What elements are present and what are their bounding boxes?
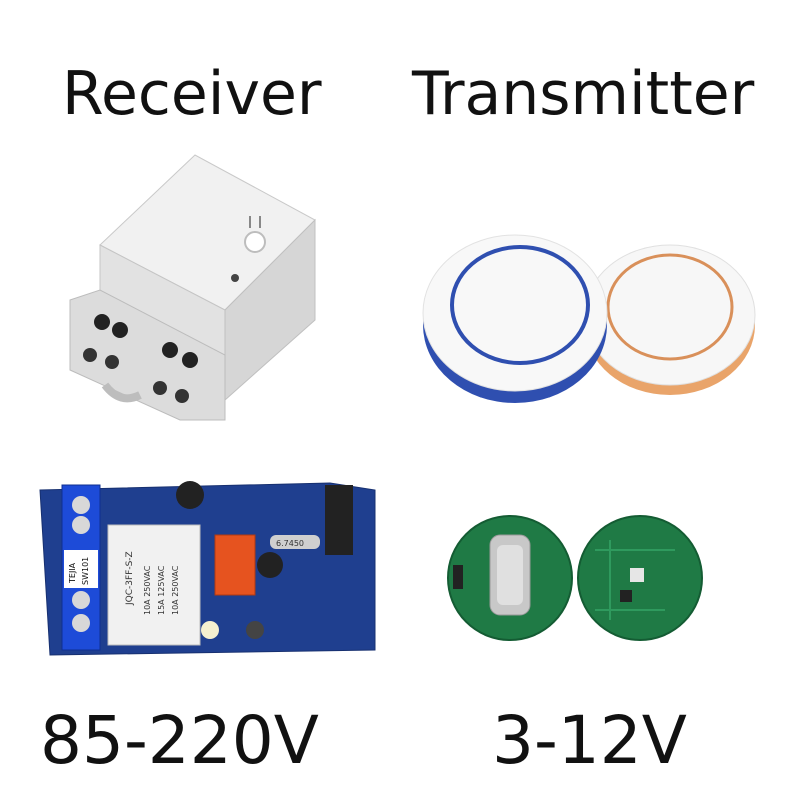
receiver-voltage-label: 85-220V <box>40 702 319 779</box>
relay-rating-text-1: 10A 250VAC <box>143 565 152 615</box>
transmitter-pcb-image <box>447 515 703 641</box>
transmitter-voltage-label: 3-12V <box>492 702 687 779</box>
relay-rating-text-3: 10A 250VAC <box>171 565 180 615</box>
relay-rating-text-2: 15A 125VAC <box>157 565 166 615</box>
receiver-enclosure-image <box>69 154 316 421</box>
receiver-pcb-image: JQC-3FF-S-Z 10A 250VAC 15A 125VAC 10A 25… <box>39 481 376 656</box>
crystal-text: 6.7450 <box>276 539 304 548</box>
receiver-label: Receiver <box>62 59 322 129</box>
relay-part-text: JQC-3FF-S-Z <box>125 551 135 606</box>
relay-brand-text: TEJIA <box>68 562 77 584</box>
relay-model-text: SW101 <box>81 557 90 585</box>
transmitter-label: Transmitter <box>412 59 755 129</box>
transmitter-buttons-image <box>422 234 756 403</box>
